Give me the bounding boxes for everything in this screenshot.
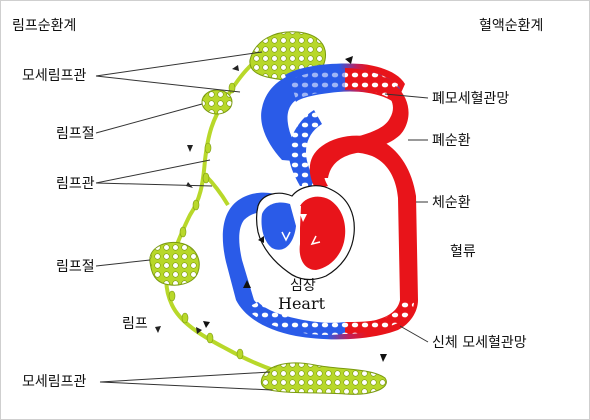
- label-lymph: 림프: [122, 316, 148, 332]
- label-lymph-vessel: 림프관: [56, 176, 95, 192]
- lymph-capillary-bottom: [260, 362, 387, 395]
- label-systemic-circulation: 체순환: [432, 195, 471, 211]
- blood-system-title: 혈액순환계: [479, 18, 543, 34]
- label-lymph-capillary-top: 모세림프관: [22, 68, 87, 84]
- label-pulmonary-capillary-net: 폐모세혈관망: [432, 91, 509, 107]
- label-lymph-node-top: 림프절: [56, 126, 95, 142]
- pulmonary-circulation: [261, 63, 409, 186]
- lymph-system-title: 림프순환계: [12, 18, 76, 34]
- flow-arrows: [203, 56, 387, 362]
- heart: [255, 185, 355, 281]
- label-pulmonary-circulation: 폐순환: [432, 133, 471, 149]
- label-lymph-node-bottom: 림프절: [56, 259, 95, 275]
- label-lymph-capillary-bottom: 모세림프관: [22, 374, 87, 390]
- leader-lines: [95, 51, 429, 391]
- heart-label-english: Heart: [278, 294, 326, 313]
- lymph-node-top: [201, 89, 233, 115]
- heart-label-korean: 심장: [290, 278, 316, 294]
- label-blood-flow: 혈류: [450, 244, 476, 260]
- lymph-node-bottom: [149, 241, 200, 286]
- systemic-circulation: [222, 135, 418, 340]
- label-body-capillary-net: 신체 모세혈관망: [432, 335, 527, 351]
